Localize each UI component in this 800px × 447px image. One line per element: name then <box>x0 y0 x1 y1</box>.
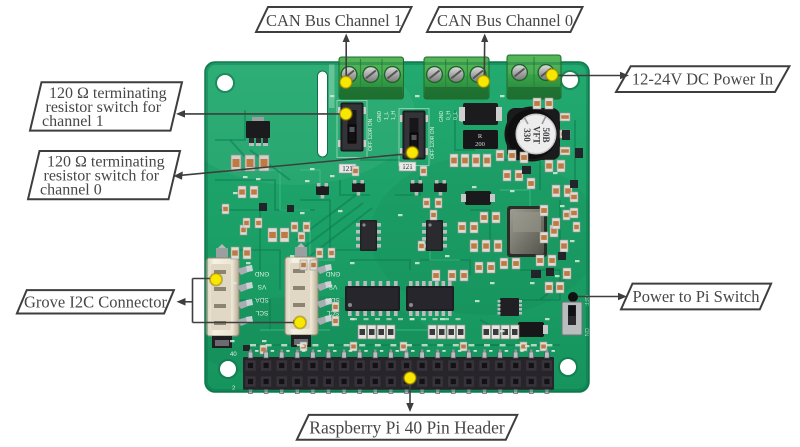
svg-text:200: 200 <box>475 141 485 148</box>
svg-text:330: 330 <box>522 128 532 142</box>
svg-text:0_L: 0_L <box>453 111 459 120</box>
svg-text:GND: GND <box>377 111 383 123</box>
svg-text:Grove I2C Connector: Grove I2C Connector <box>24 293 167 312</box>
svg-text:channel 0: channel 0 <box>40 182 102 199</box>
svg-text:SCL: SCL <box>326 309 339 316</box>
svg-text:CAN Bus Channel 0: CAN Bus Channel 0 <box>437 11 573 30</box>
svg-text:12-24V DC Power In: 12-24V DC Power In <box>632 70 773 89</box>
svg-text:120 Ω terminating: 120 Ω terminating <box>47 154 165 171</box>
svg-text:SCL: SCL <box>255 309 268 316</box>
svg-text:R: R <box>478 133 483 140</box>
svg-text:VS: VS <box>328 283 337 290</box>
svg-text:121: 121 <box>342 165 353 173</box>
svg-text:SDA: SDA <box>326 296 340 303</box>
svg-text:1_H: 1_H <box>391 110 397 120</box>
svg-text:SDA: SDA <box>255 296 269 303</box>
svg-text:Power to Pi Switch: Power to Pi Switch <box>633 287 761 306</box>
svg-text:VS: VS <box>257 283 266 290</box>
svg-text:Raspberry Pi 40 Pin Header: Raspberry Pi 40 Pin Header <box>309 418 505 438</box>
svg-text:1_L: 1_L <box>384 111 390 120</box>
svg-text:120 Ω terminating: 120 Ω terminating <box>49 85 167 102</box>
svg-text:channel 1: channel 1 <box>42 113 104 130</box>
svg-text:OFF 120R ON: OFF 120R ON <box>430 126 436 159</box>
svg-text:GND: GND <box>439 111 445 123</box>
svg-text:OFF 120R ON: OFF 120R ON <box>368 118 374 151</box>
svg-text:resistor switch for: resistor switch for <box>44 168 160 185</box>
svg-text:resistor switch for: resistor switch for <box>46 99 162 116</box>
svg-text:ON: ON <box>583 328 589 336</box>
svg-text:121: 121 <box>402 163 413 171</box>
svg-text:OFF: OFF <box>583 295 589 307</box>
svg-text:50B: 50B <box>541 127 551 142</box>
svg-text:2: 2 <box>232 386 236 392</box>
svg-text:GND: GND <box>325 270 340 277</box>
svg-text:VFT: VFT <box>532 126 542 144</box>
svg-text:0_H: 0_H <box>446 110 452 120</box>
svg-text:GND: GND <box>254 270 269 277</box>
svg-text:40: 40 <box>230 352 237 358</box>
svg-text:CAN Bus Channel 1: CAN Bus Channel 1 <box>266 11 402 30</box>
